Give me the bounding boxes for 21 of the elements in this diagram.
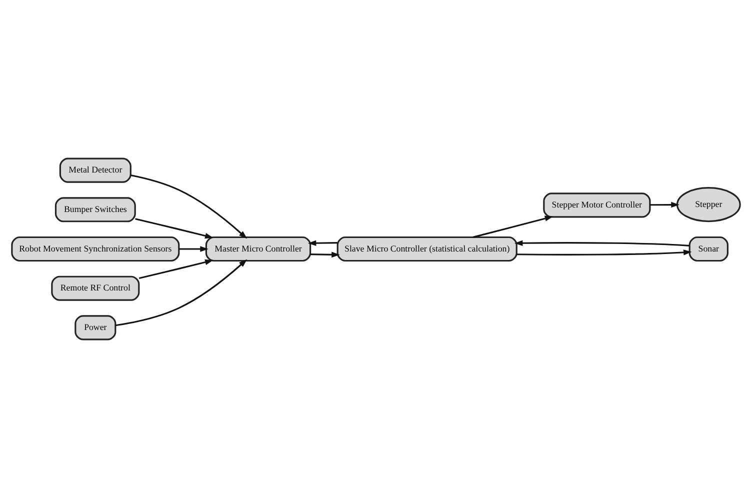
node-box: Metal Detector: [59, 158, 132, 183]
node-ellipse: Stepper: [676, 187, 741, 222]
arrow: [472, 216, 554, 238]
node-box: Robot Movement Synchronization Sensors: [11, 236, 180, 262]
arrow: [138, 259, 214, 280]
arrow: [514, 240, 690, 247]
node-box: Sonar: [688, 236, 728, 262]
node-box: Stepper Motor Controller: [543, 192, 651, 218]
arrow: [115, 259, 248, 326]
arrow: [650, 202, 680, 208]
node-box: Bumper Switches: [54, 197, 136, 222]
node-box: Master Micro Controller: [205, 236, 312, 262]
arrow: [516, 250, 692, 256]
node-box: Slave Micro Controller (statistical calculation): [336, 236, 518, 262]
node-box: Power: [74, 315, 116, 340]
arrow: [308, 240, 338, 246]
arrow: [310, 252, 340, 258]
arrow: [178, 246, 208, 252]
arrow: [130, 174, 248, 239]
arrow: [135, 218, 214, 239]
node-box: Remote RF Control: [51, 276, 140, 301]
